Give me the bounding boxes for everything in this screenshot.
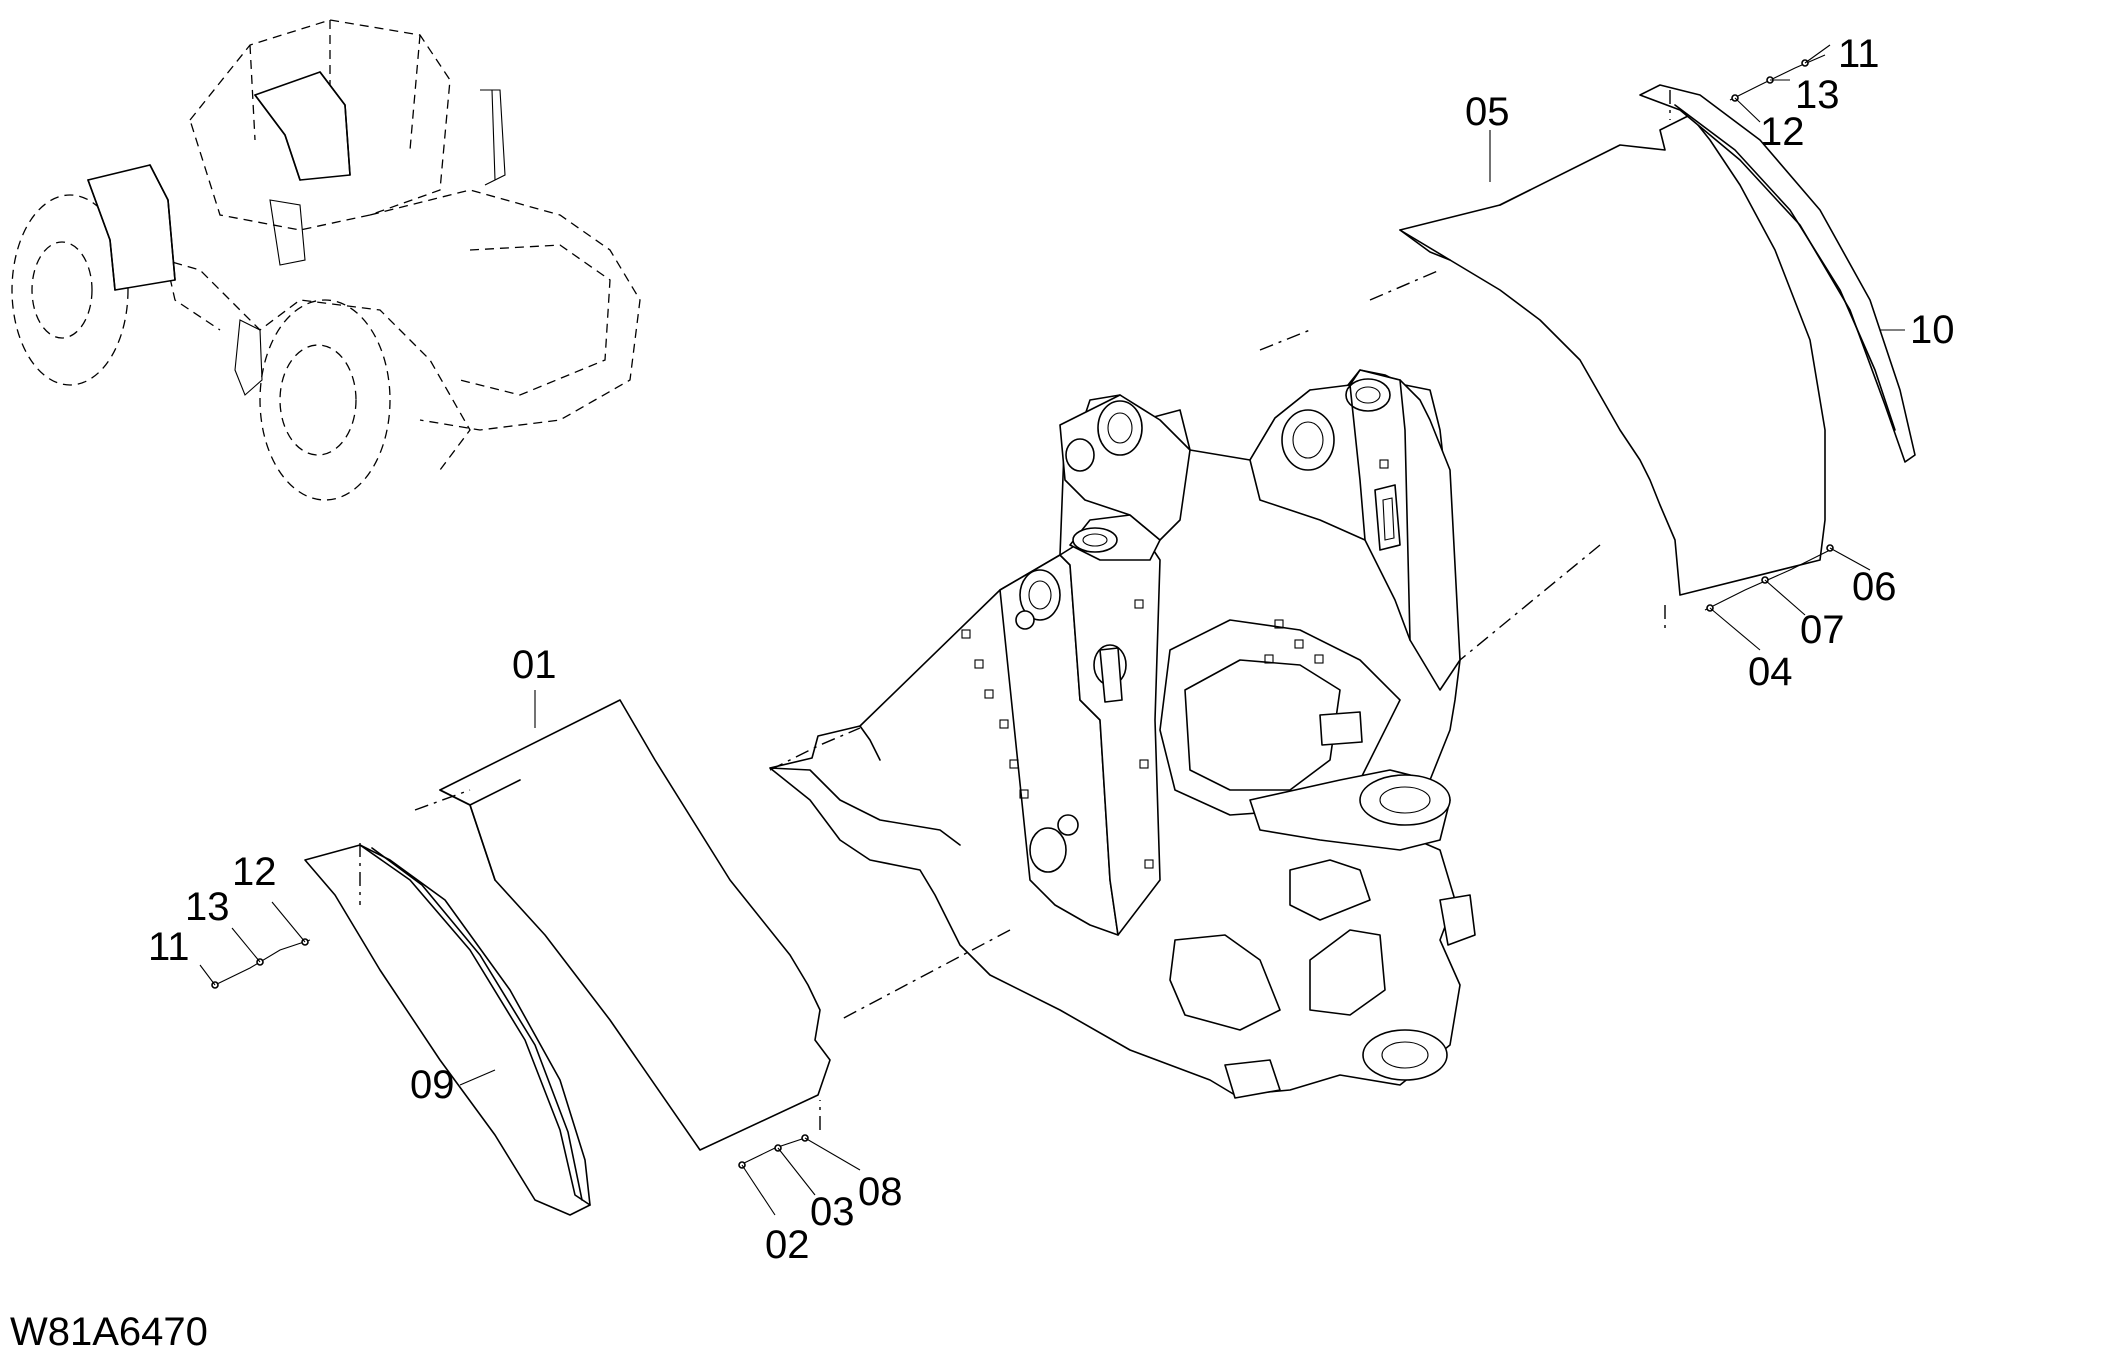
callout-10: 10 <box>1910 308 1955 352</box>
callout-08: 08 <box>858 1170 903 1214</box>
callout-02: 02 <box>765 1223 810 1267</box>
callout-04: 04 <box>1748 650 1793 694</box>
callout-07: 07 <box>1800 608 1845 652</box>
rear-frame <box>769 369 1476 1099</box>
callout-labels: 01 02 03 04 05 06 07 08 09 10 11 12 13 1… <box>148 32 1955 1267</box>
fastener-leaders <box>199 44 1905 1216</box>
callout-03: 03 <box>810 1190 855 1234</box>
right-fender-assembly <box>1259 84 1916 661</box>
callout-09: 09 <box>410 1063 455 1107</box>
left-fender-assembly <box>304 699 1011 1216</box>
callout-13-left: 13 <box>185 885 230 929</box>
callout-11-left: 11 <box>148 925 190 969</box>
callout-12-left: 12 <box>232 850 277 894</box>
callout-11-right: 11 <box>1838 32 1880 76</box>
callout-06: 06 <box>1852 565 1897 609</box>
mounting-holes <box>961 459 1389 869</box>
callout-01: 01 <box>512 643 557 687</box>
callout-13-right: 13 <box>1795 73 1840 117</box>
machine-locator-inset <box>11 19 641 501</box>
callout-12-right: 12 <box>1760 110 1805 154</box>
callout-05: 05 <box>1465 90 1510 134</box>
drawing-code: W81A6470 <box>10 1310 208 1354</box>
